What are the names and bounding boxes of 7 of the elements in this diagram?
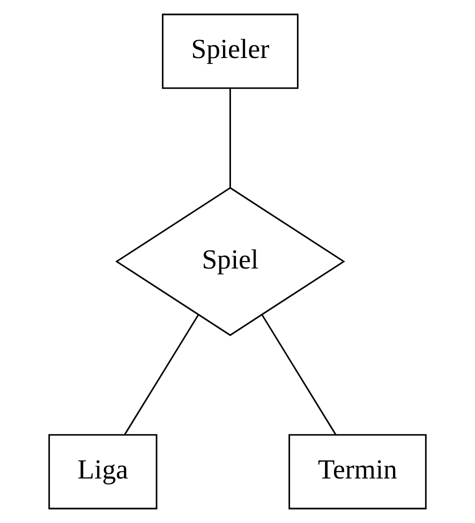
node-box: Spieler (162, 14, 298, 89)
connector (124, 314, 200, 436)
node-diamond: Spiel (115, 186, 346, 336)
connector (229, 88, 231, 188)
node-box: Liga (48, 434, 158, 510)
node-box: Termin (288, 434, 427, 510)
connector (261, 314, 336, 436)
